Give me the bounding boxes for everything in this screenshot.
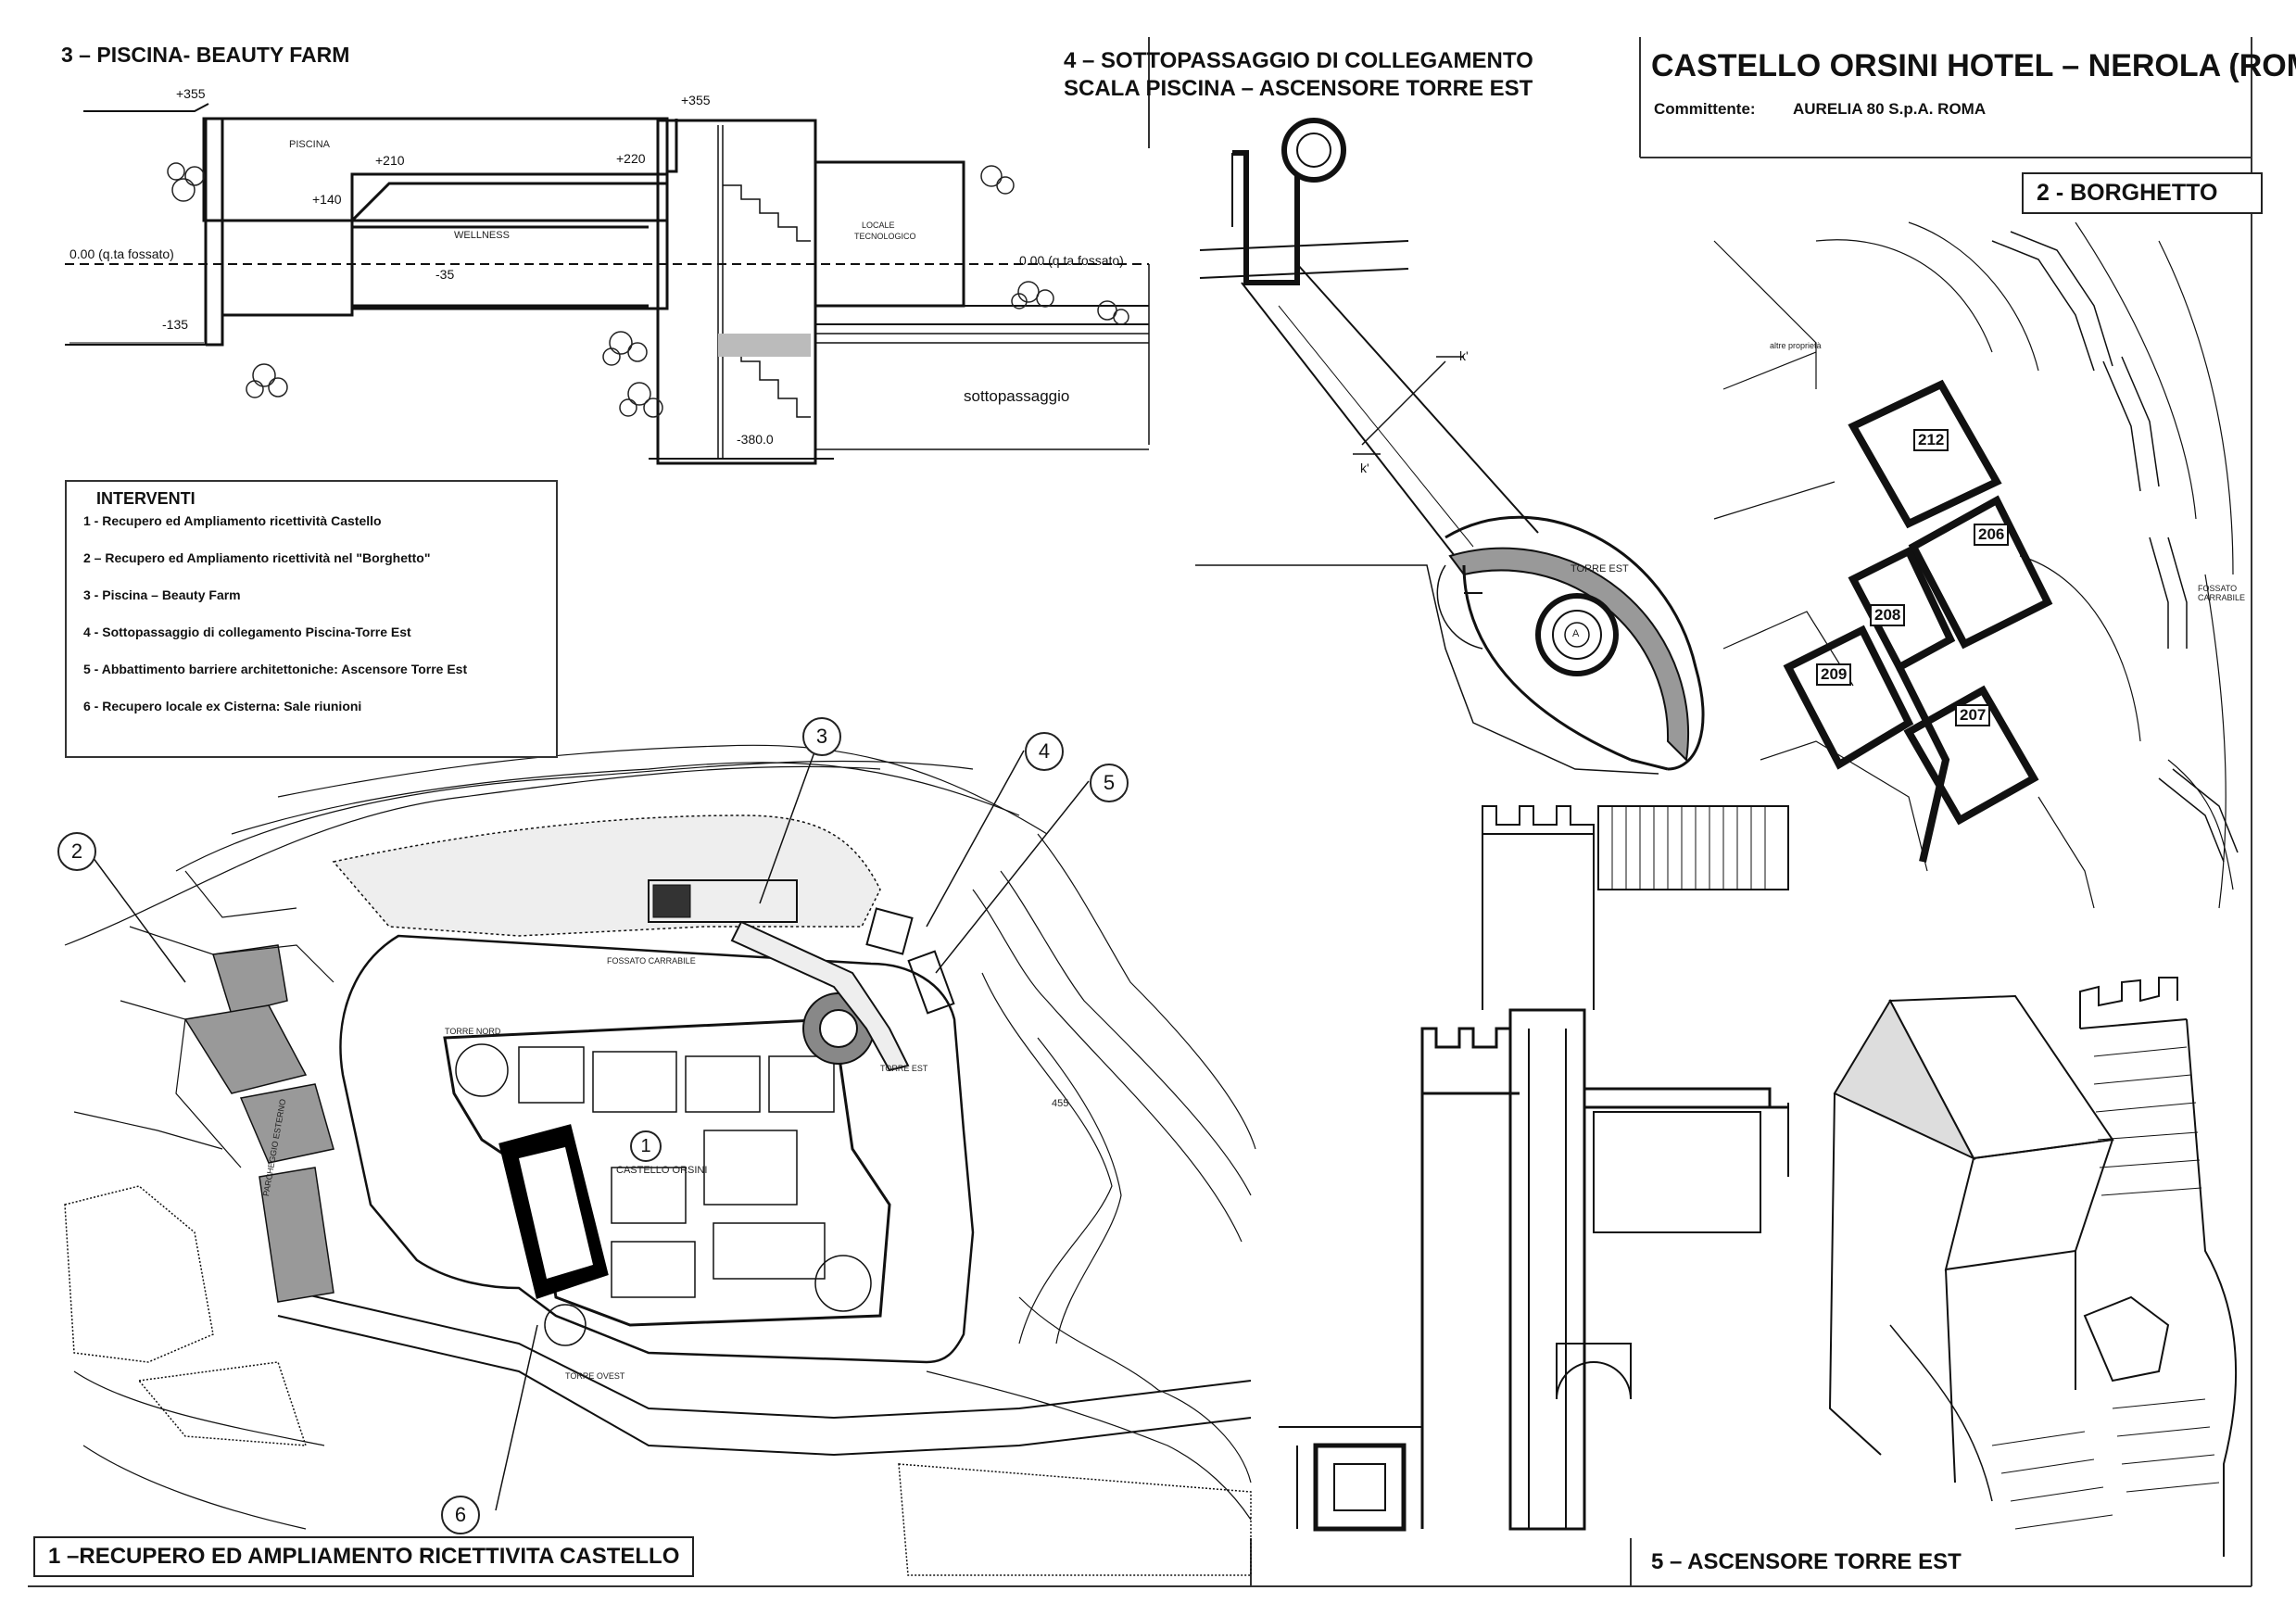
level-220: +220 xyxy=(616,151,646,166)
level-minus135: -135 xyxy=(162,317,189,332)
callout-5: 5 xyxy=(1090,764,1129,802)
callout-4: 4 xyxy=(1025,732,1064,771)
label-torre-est-site: TORRE EST xyxy=(880,1064,928,1073)
level-minus35: -35 xyxy=(435,267,455,282)
label-altre-proprieta: altre proprietà xyxy=(1770,341,1822,350)
callout-2: 2 xyxy=(57,832,96,871)
piscina-section-drawing xyxy=(65,103,1150,465)
committente-label: Committente: xyxy=(1654,100,1756,118)
label-locale-1: LOCALE xyxy=(862,221,895,230)
interventi-item: 2 – Recupero ed Ampliamento ricettività … xyxy=(83,550,431,565)
label-torre-est: TORRE EST xyxy=(1571,563,1629,574)
level-000-b: 0.00 (q.ta fossato) xyxy=(1019,253,1124,268)
interventi-item: 5 - Abbattimento barriere architettonich… xyxy=(83,662,468,676)
sheet-frame xyxy=(28,37,2252,1587)
callout-6: 6 xyxy=(441,1496,480,1534)
committente-value: AURELIA 80 S.p.A. ROMA xyxy=(1793,100,1987,118)
interventi-item: 4 - Sottopassaggio di collegamento Pisci… xyxy=(83,625,411,639)
interventi-legend: INTERVENTI 1 - Recupero ed Ampliamento r… xyxy=(65,480,558,758)
axonometric-view xyxy=(1828,977,2238,1557)
contour-lines xyxy=(64,744,1256,1530)
borghetto-site xyxy=(183,944,334,1303)
panel-title-borghetto: 2 - BORGHETTO xyxy=(2022,172,2263,214)
marker-a: A xyxy=(1572,628,1580,639)
ascensore-elevation xyxy=(1279,805,1789,1532)
borghetto-plan xyxy=(1713,221,2239,909)
torre-est-plan xyxy=(1195,118,1705,775)
label-fossato-borghetto: FOSSATO CARRABILE xyxy=(2198,584,2246,602)
panel-title-sottopassaggio-2: SCALA PISCINA – ASCENSORE TORRE EST xyxy=(1064,76,1533,101)
interventi-item: 6 - Recupero locale ex Cisterna: Sale ri… xyxy=(83,699,362,713)
callout-1: 1 xyxy=(630,1130,662,1162)
interventi-item: 3 - Piscina – Beauty Farm xyxy=(83,587,241,602)
interventi-heading: INTERVENTI xyxy=(96,489,196,508)
castello-site-plan xyxy=(64,736,1256,1576)
label-torre-ovest: TORRE OVEST xyxy=(565,1371,625,1381)
panel-title-ascensore: 5 – ASCENSORE TORRE EST xyxy=(1651,1549,1962,1574)
label-piscina: PISCINA xyxy=(289,139,331,150)
label-sottopassaggio: sottopassaggio xyxy=(964,387,1070,405)
castle-outline xyxy=(443,1017,891,1327)
room-number: 207 xyxy=(1955,704,1991,726)
vegetation-symbols xyxy=(167,162,1129,418)
marker-k1: k' xyxy=(1459,348,1469,363)
panel-title-sottopassaggio-1: 4 – SOTTOPASSAGGIO DI COLLEGAMENTO xyxy=(1064,48,1533,73)
room-number: 206 xyxy=(1974,524,2010,546)
level-355-a: +355 xyxy=(176,86,206,101)
label-torre-nord: TORRE NORD xyxy=(445,1027,501,1036)
room-number: 212 xyxy=(1913,429,1949,451)
label-fossato-carrabile: FOSSATO CARRABILE xyxy=(607,956,696,966)
fossato-outline xyxy=(339,934,975,1364)
room-number: 209 xyxy=(1816,663,1852,686)
level-210: +210 xyxy=(375,153,405,168)
level-140: +140 xyxy=(312,192,342,207)
callout-leaders xyxy=(92,736,1090,1511)
level-355-b: +355 xyxy=(681,93,711,107)
callout-3: 3 xyxy=(802,717,841,756)
interventi-item: 1 - Recupero ed Ampliamento ricettività … xyxy=(83,513,382,528)
label-wellness: WELLNESS xyxy=(454,230,510,241)
label-locale-2: TECNOLOGICO xyxy=(854,232,916,241)
label-contour-455: 455 xyxy=(1052,1098,1069,1109)
sottopassaggio-site xyxy=(730,920,910,1072)
panel-title-castello: 1 –RECUPERO ED AMPLIAMENTO RICETTIVITA C… xyxy=(33,1536,695,1577)
garden-area xyxy=(332,814,881,937)
label-castello-orsini: CASTELLO ORSINI xyxy=(616,1165,708,1176)
panel-title-piscina: 3 – PISCINA- BEAUTY FARM xyxy=(48,37,363,73)
room-number: 208 xyxy=(1870,604,1906,626)
project-title: CASTELLO ORSINI HOTEL – NEROLA (ROMA) xyxy=(1651,48,2296,83)
castle-rooms xyxy=(455,1043,872,1346)
level-000-a: 0.00 (q.ta fossato) xyxy=(69,246,174,261)
marker-k2: k' xyxy=(1360,461,1369,475)
level-minus380: -380.0 xyxy=(737,432,774,447)
